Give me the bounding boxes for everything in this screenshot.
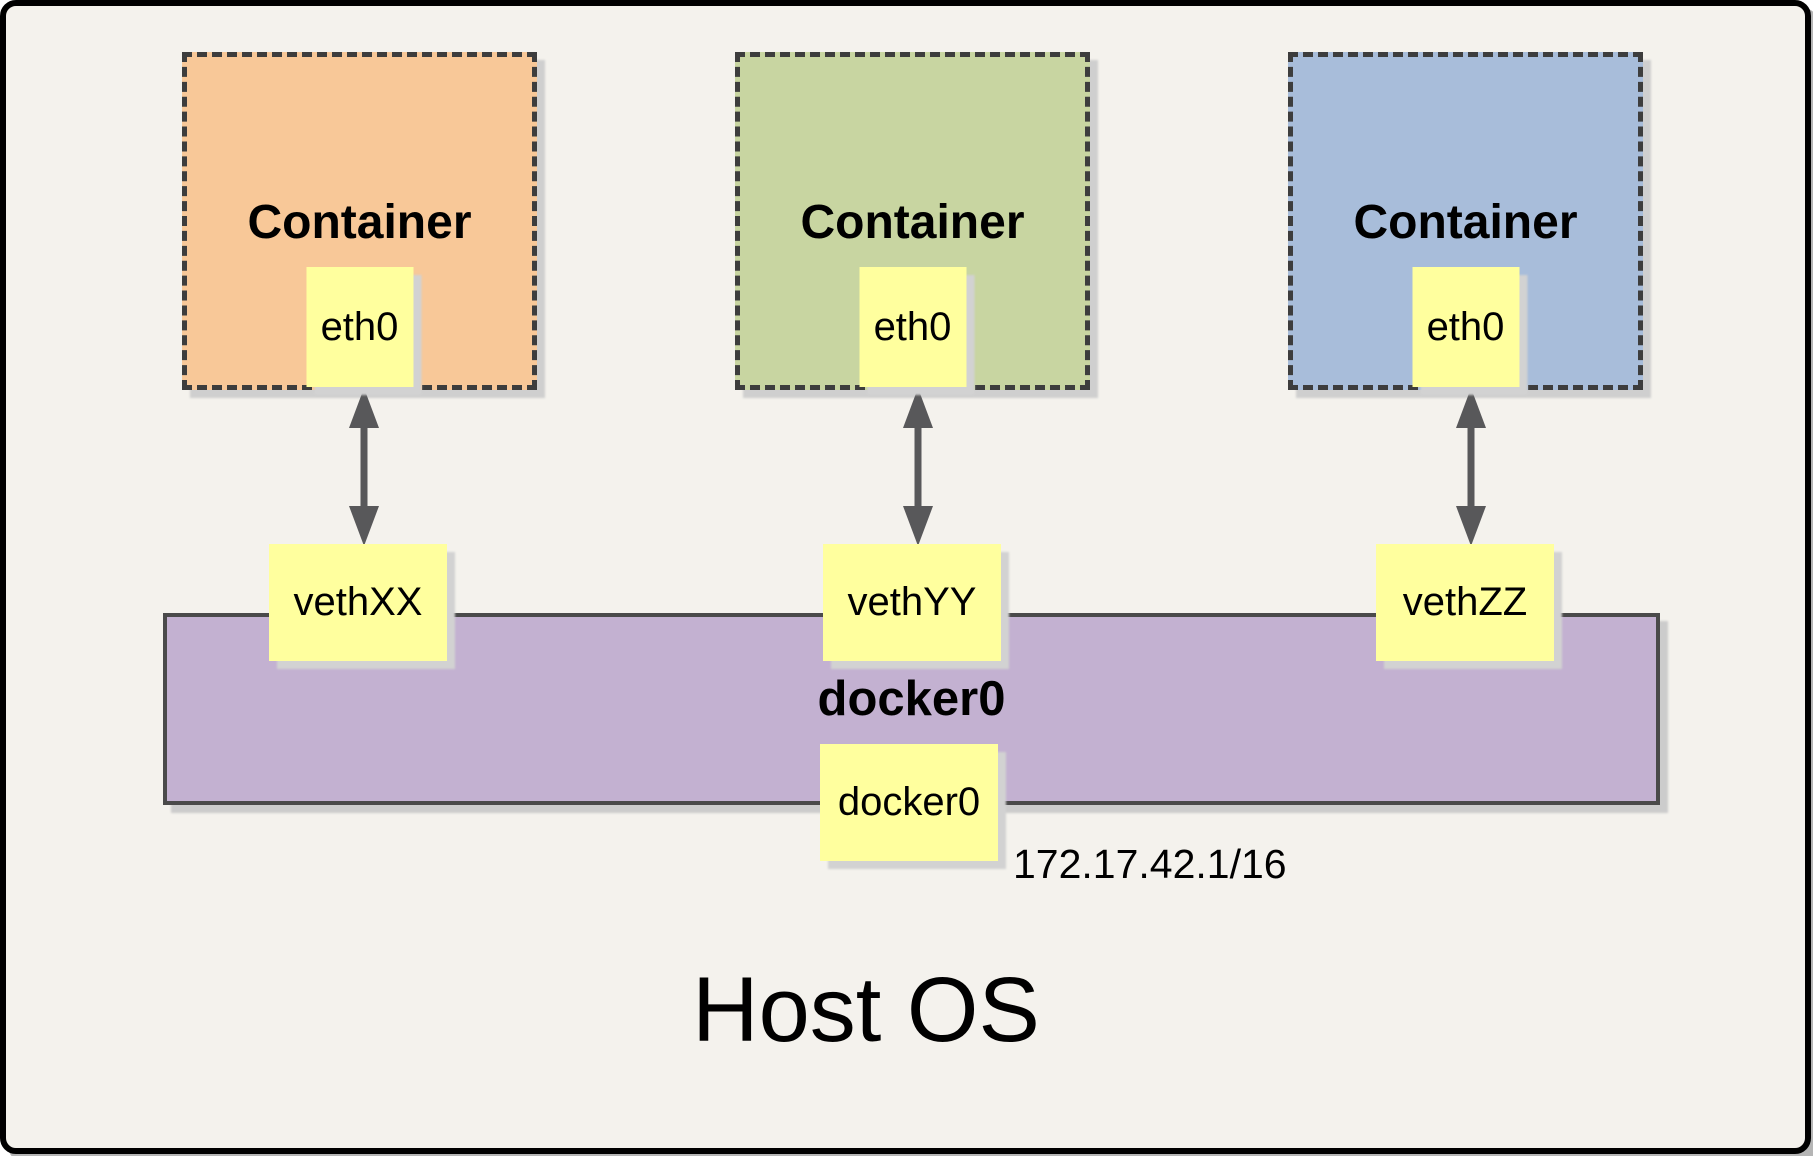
double-arrow-icon <box>349 388 379 546</box>
container-title: Container <box>247 196 472 249</box>
diagram-canvas: Container eth0 Container eth0 Container … <box>6 6 1805 1148</box>
eth0-interface-note: eth0 <box>859 267 966 387</box>
vethYY-note: vethYY <box>823 544 1001 661</box>
container-box-1: Container eth0 <box>182 52 537 390</box>
container-title: Container <box>1353 196 1578 249</box>
docker0-interface-note: docker0 <box>820 744 998 861</box>
container-title: Container <box>800 196 1025 249</box>
eth0-interface-note: eth0 <box>1412 267 1519 387</box>
double-arrow-icon <box>1456 388 1486 546</box>
double-arrow-icon <box>903 388 933 546</box>
vethZZ-note: vethZZ <box>1376 544 1554 661</box>
host-os-label: Host OS <box>692 959 1040 1061</box>
bridge-name-label: docker0 <box>817 672 1006 726</box>
container-box-2: Container eth0 <box>735 52 1090 390</box>
vethXX-note: vethXX <box>269 544 447 661</box>
eth0-interface-note: eth0 <box>306 267 413 387</box>
bridge-ip-label: 172.17.42.1/16 <box>1013 841 1287 887</box>
container-box-3: Container eth0 <box>1288 52 1643 390</box>
